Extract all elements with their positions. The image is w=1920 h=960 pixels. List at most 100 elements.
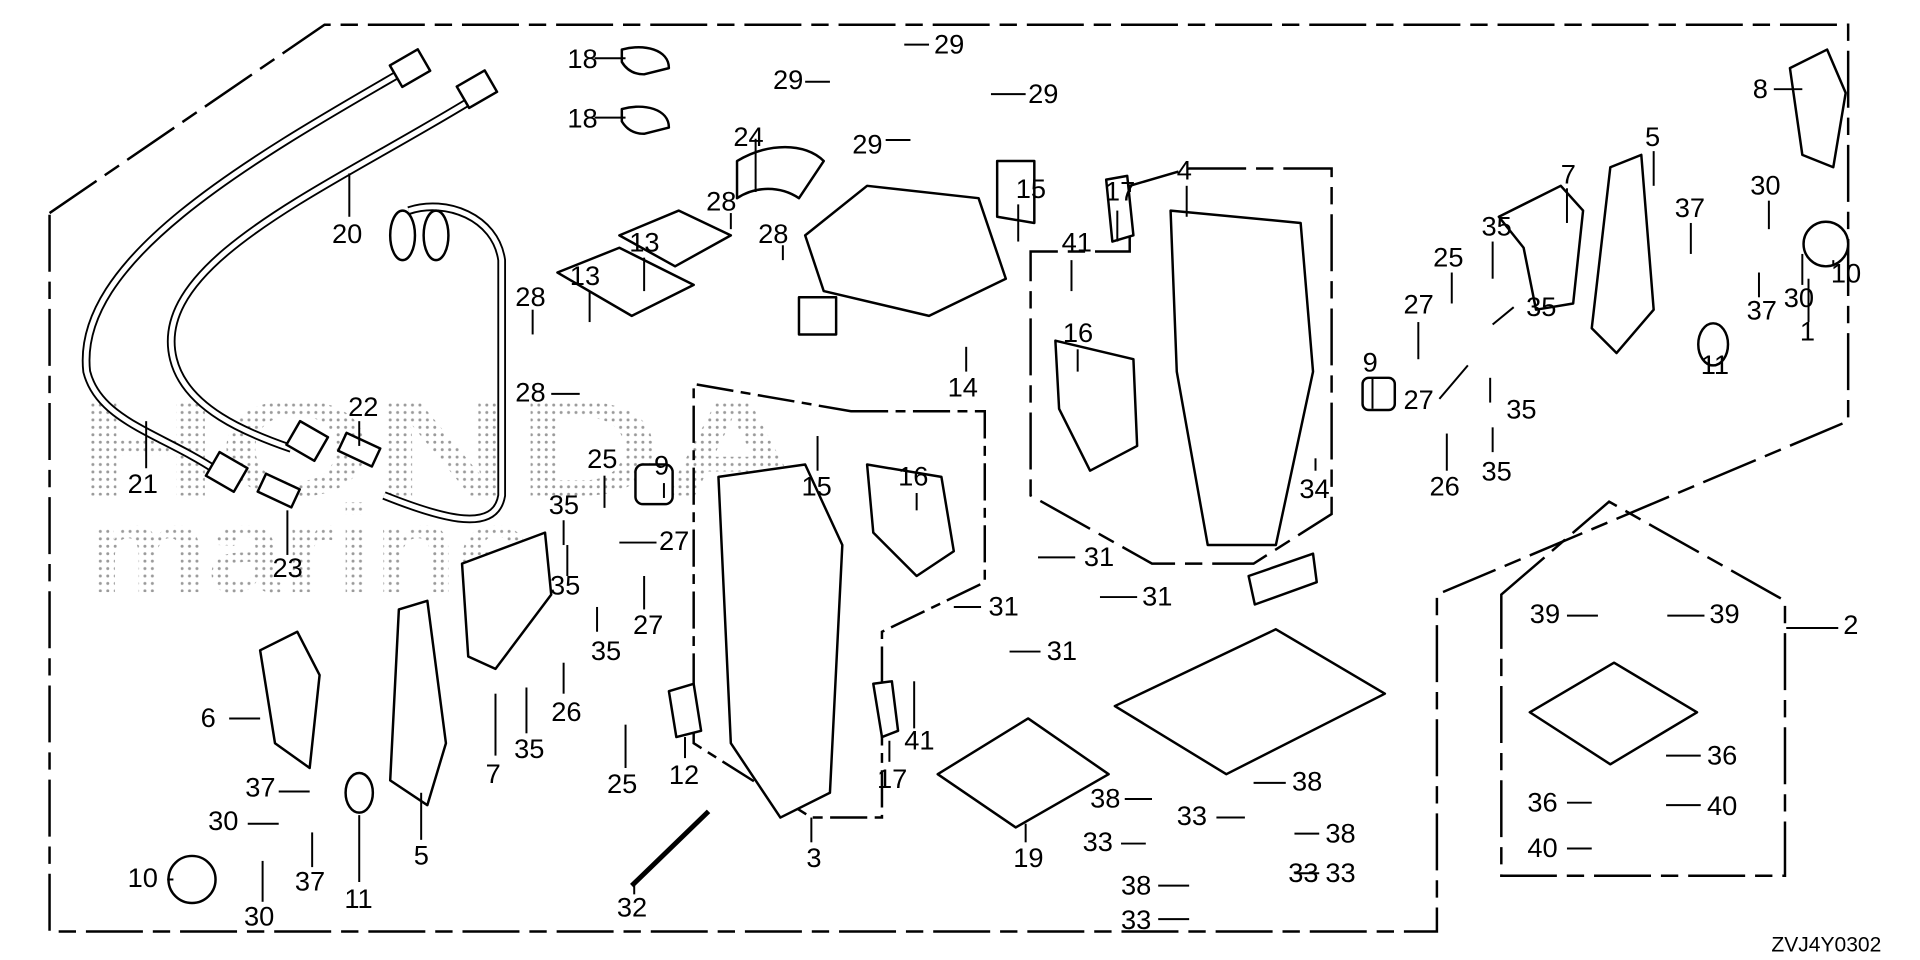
connector-icon	[455, 69, 499, 110]
callout-13: 13	[629, 226, 659, 257]
callout-27: 27	[659, 525, 689, 556]
connector-icon	[336, 431, 382, 468]
callout-38: 38	[1292, 765, 1322, 796]
callout-9: 9	[1363, 347, 1378, 378]
base-19-icon	[936, 717, 1110, 829]
callout-35: 35	[1506, 394, 1536, 425]
callout-16: 16	[898, 461, 928, 492]
assembly-2-frame	[1500, 500, 1787, 878]
callout-26: 26	[551, 696, 581, 727]
callout-33: 33	[1288, 857, 1318, 888]
callout-35: 35	[550, 570, 580, 601]
plate-12-icon	[667, 682, 703, 739]
callout-37: 37	[1747, 295, 1777, 326]
arm-5-icon	[1590, 153, 1655, 355]
callout-14: 14	[948, 371, 978, 402]
cover-plate-icon	[735, 145, 825, 200]
plug-cap-icon	[422, 209, 450, 262]
callout-15: 15	[1016, 173, 1046, 204]
callout-27: 27	[633, 609, 663, 640]
callout-22: 22	[348, 391, 378, 422]
callout-36: 36	[1707, 739, 1737, 770]
callout-8: 8	[1753, 73, 1768, 104]
callout-33: 33	[1325, 857, 1355, 888]
grommet-18b-icon	[620, 105, 671, 136]
callout-35: 35	[1481, 210, 1511, 241]
callout-19: 19	[1013, 842, 1043, 873]
callout-25: 25	[587, 443, 617, 474]
leader-line-35	[1492, 306, 1515, 326]
callout-32: 32	[617, 892, 647, 923]
callout-33: 33	[1083, 826, 1113, 857]
callout-7: 7	[486, 758, 501, 789]
callout-10: 10	[128, 862, 158, 893]
plate-11b-icon	[344, 771, 375, 814]
callout-36: 36	[1527, 786, 1557, 817]
callout-38: 38	[1121, 869, 1151, 900]
callout-30: 30	[1750, 169, 1780, 200]
callout-20: 20	[332, 218, 362, 249]
callout-29: 29	[1028, 78, 1058, 109]
callout-1: 1	[1800, 316, 1815, 347]
callout-11: 11	[1701, 349, 1729, 380]
callout-15: 15	[801, 470, 831, 501]
callout-35: 35	[1481, 456, 1511, 487]
leader-line-27	[1438, 364, 1469, 400]
callout-31: 31	[1047, 635, 1077, 666]
top-cover-icon	[803, 184, 1008, 318]
callouts: 1818202122232929292924282828281313141515…	[128, 28, 1862, 935]
handle-8-icon	[1788, 48, 1847, 169]
callout-30: 30	[208, 805, 238, 836]
honda-marine-watermark: HONDA marine	[74, 372, 805, 619]
cap-10b-icon	[167, 854, 217, 905]
callout-9: 9	[654, 449, 669, 480]
cover-plate-16b-icon	[865, 463, 956, 578]
arm-5b-icon	[388, 599, 448, 807]
callout-4: 4	[1177, 155, 1192, 186]
callout-34: 34	[1299, 473, 1329, 504]
callout-35: 35	[591, 635, 621, 666]
lever-7b-icon	[460, 531, 553, 671]
callout-10: 10	[1831, 257, 1861, 288]
callout-7: 7	[1561, 158, 1576, 189]
drawing-code: ZVJ4Y0302	[1771, 933, 1881, 956]
callout-35: 35	[549, 489, 579, 520]
callout-17: 17	[877, 763, 907, 794]
gasket-icon	[1113, 628, 1387, 776]
callout-37: 37	[295, 866, 325, 897]
callout-18: 18	[567, 103, 597, 134]
callout-25: 25	[1433, 241, 1463, 272]
callout-28: 28	[758, 218, 788, 249]
callout-12: 12	[669, 759, 699, 790]
callout-33: 33	[1121, 904, 1151, 935]
connector-icon	[204, 450, 249, 494]
grommet-9b-icon	[1361, 376, 1397, 412]
callout-37: 37	[1675, 192, 1705, 223]
bolt-32-icon	[630, 809, 711, 888]
plug-cap-icon	[388, 209, 417, 262]
callout-40: 40	[1527, 832, 1557, 863]
plate-11-icon	[1697, 322, 1730, 367]
callout-30: 30	[244, 900, 274, 931]
assembly-1-frame	[48, 23, 1850, 933]
bracket-icon	[556, 246, 695, 318]
cover-plate-16-icon	[1054, 339, 1139, 472]
callout-27: 27	[1403, 384, 1433, 415]
callout-28: 28	[515, 281, 545, 312]
clamp-17-icon	[1104, 174, 1135, 243]
callout-41: 41	[904, 724, 934, 755]
callout-26: 26	[1429, 470, 1459, 501]
callout-29: 29	[773, 64, 803, 95]
callout-16: 16	[1063, 317, 1093, 348]
clamp-17b-icon	[872, 680, 900, 739]
callout-31: 31	[1142, 581, 1172, 612]
callout-18: 18	[567, 43, 597, 74]
callout-38: 38	[1325, 817, 1355, 848]
callout-39: 39	[1709, 598, 1739, 629]
spacer-plate-icon	[1528, 661, 1699, 766]
callout-29: 29	[852, 129, 882, 160]
callout-6: 6	[201, 702, 216, 733]
callout-38: 38	[1090, 783, 1120, 814]
box-body-4-icon	[1169, 209, 1315, 547]
